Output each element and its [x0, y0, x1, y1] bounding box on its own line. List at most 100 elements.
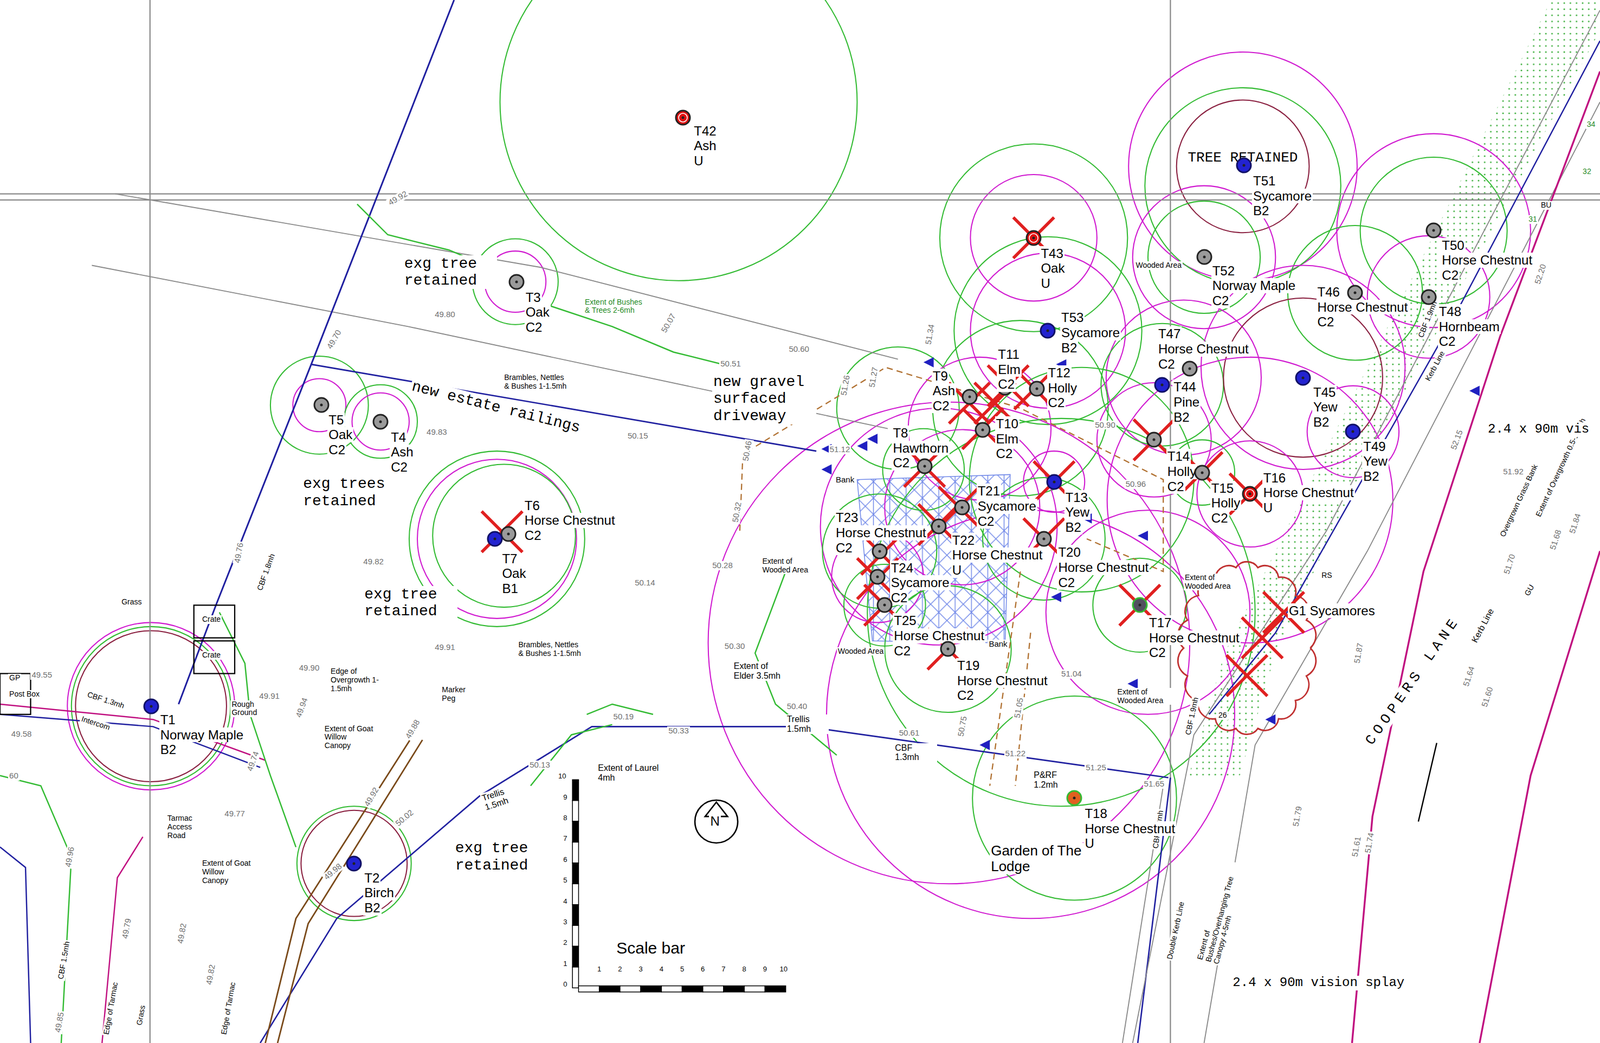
tree-entry: T42AshU	[692, 123, 718, 169]
tree-detail: C2	[1316, 314, 1336, 330]
tree-number: T6	[523, 498, 541, 514]
map-annotation: Trellis 1.5mh	[785, 714, 829, 734]
tree-entry: T11ElmC2	[996, 346, 1022, 392]
spot-level: 50.61	[898, 728, 921, 738]
tree-symbol	[673, 108, 693, 127]
canopy-circle	[500, 0, 858, 281]
tree-entry: T8HawthornC2	[891, 425, 950, 471]
tree-symbol-centre	[923, 465, 926, 468]
map-annotation: CBF 1.9mh	[1416, 299, 1440, 340]
tree-entry: T25Horse ChestnutC2	[892, 613, 986, 658]
boundary-line	[1479, 551, 1600, 1043]
tree-detail: Elm	[995, 431, 1020, 447]
tree-symbol-centre	[876, 575, 880, 578]
canopy-circle	[292, 378, 346, 432]
tree-number: T15	[1210, 480, 1235, 496]
tree-entry: T24SycamoreC2	[889, 560, 951, 606]
map-annotation: Extent of Bushes/Overhanging Tree Canopy…	[1195, 858, 1248, 966]
flag-marker	[1265, 714, 1276, 725]
spot-level: 49.70	[324, 327, 344, 352]
tree-detail: C2	[1047, 395, 1067, 411]
tree-symbol	[1240, 484, 1260, 503]
map-annotation: P&RF 1.2mh	[1032, 770, 1081, 790]
tree-detail: Norway Maple	[159, 727, 245, 743]
tree-detail: B2	[1064, 519, 1083, 535]
tree-symbol-centre	[946, 647, 950, 651]
tree-symbol-ring	[1026, 230, 1041, 245]
map-annotation: 9	[562, 793, 569, 802]
tree-detail: C2	[976, 513, 996, 529]
boundary-line	[0, 193, 1600, 195]
boundary-line	[551, 306, 735, 368]
map-annotation: exg tree retained	[403, 255, 498, 290]
tree-number: T49	[1362, 439, 1387, 455]
flag-marker	[1050, 591, 1062, 603]
scale-segment	[682, 985, 703, 992]
tree-detail: Yew	[1312, 399, 1339, 415]
canopy-circle	[1176, 99, 1310, 233]
spot-level: 50.32	[730, 500, 744, 525]
tree-symbol	[1034, 529, 1054, 548]
canopy-circle	[71, 626, 231, 786]
tree-detail: U	[1039, 275, 1051, 292]
map-annotation: 2	[616, 965, 623, 974]
tree-entry: T47Horse ChestnutC2	[1157, 326, 1250, 372]
tree-number: T2	[363, 870, 381, 886]
map-annotation: Marker Peg	[440, 685, 474, 703]
scale-segment	[572, 800, 579, 822]
tree-entry: T20Horse ChestnutC2	[1056, 544, 1150, 590]
tree-entry: T21SycamoreC2	[976, 483, 1038, 529]
tree-symbol	[1130, 595, 1150, 615]
spot-level: 50.13	[528, 760, 552, 770]
tree-detail: C2	[1157, 356, 1177, 372]
map-annotation: 6	[699, 965, 706, 974]
tree-symbol-centre	[1152, 438, 1156, 442]
tree-number: G1 Sycamores	[1287, 603, 1377, 619]
tree-entry: T1Norway MapleB2	[159, 712, 245, 758]
map-annotation: Extent of Goat Willow Canopy	[201, 859, 253, 885]
map-annotation: 31	[1527, 215, 1539, 224]
tree-detail: B2	[363, 900, 382, 916]
tree-entry: T19Horse ChestnutC2	[956, 657, 1049, 703]
canopy-circle	[67, 622, 235, 790]
map-annotation: Post Box	[8, 689, 41, 699]
tree-entry: T5OakC2	[327, 412, 354, 458]
tree-number: T23	[834, 510, 860, 526]
tree-symbol	[344, 854, 364, 873]
boundary-line	[0, 199, 1600, 201]
flag-marker	[856, 440, 868, 451]
flag-marker	[867, 433, 878, 444]
tree-symbol	[1234, 156, 1254, 175]
canopy-circle	[1046, 510, 1251, 715]
tree-symbol-ring	[1197, 249, 1212, 264]
map-annotation: exg tree retained	[363, 585, 457, 621]
spot-level: 51.79	[1291, 804, 1305, 829]
tree-detail: Holly	[1166, 463, 1198, 480]
scale-segment	[764, 985, 786, 992]
flag-marker	[979, 739, 990, 751]
map-annotation: Wooded Area	[1134, 261, 1184, 270]
tree-symbol	[875, 595, 894, 615]
tree-number: T50	[1440, 237, 1466, 254]
spot-level: 51.64	[1461, 664, 1477, 689]
tree-detail: B2	[1362, 468, 1380, 485]
removal-cross	[1241, 617, 1283, 658]
tree-number: T7	[500, 551, 519, 567]
tree-detail: Ash	[692, 138, 718, 154]
scale-segment	[723, 985, 745, 992]
map-annotation: exg tree retained	[454, 839, 548, 874]
spot-level: 50.14	[633, 578, 657, 588]
tree-number: T20	[1056, 544, 1082, 560]
tree-symbol-centre	[1432, 229, 1436, 232]
tree-detail: C2	[931, 398, 951, 414]
group-cloud	[1177, 561, 1316, 734]
tree-symbol-centre	[1042, 537, 1045, 541]
map-annotation: 4	[658, 965, 665, 974]
tree-number: T22	[951, 532, 976, 548]
map-annotation: Trellis 1.5mh	[479, 780, 527, 813]
spot-level: 50.19	[612, 712, 636, 722]
tree-symbol-ring	[872, 544, 887, 559]
tree-detail: Horse Chestnut	[1056, 559, 1150, 576]
tree-symbol-ring	[1029, 381, 1044, 396]
